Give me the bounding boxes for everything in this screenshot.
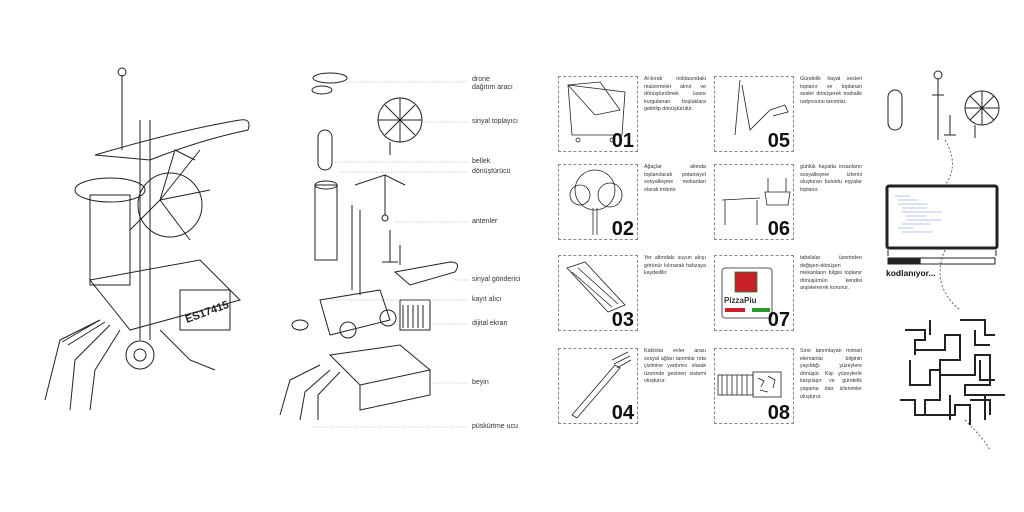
panel-text: Sınır tanımlayan mimari elemanlar bilgin… — [800, 348, 862, 400]
coding-status: kodlanıyor... — [886, 268, 936, 278]
panel-08: 08 — [714, 348, 794, 424]
assembled-robot: ES17415 — [44, 67, 250, 411]
label-kayit-alici: kayıt alıcı — [472, 296, 502, 303]
panel-text: Kablolar evler arası sosyal ağları tanım… — [644, 348, 706, 385]
panel-text: Gündelik hayat sesleri toplanır ve topla… — [800, 76, 862, 105]
panel-text: Ağaçlar altında toplanılacak potansiyel … — [644, 164, 706, 193]
panel-01: 01 — [558, 76, 638, 152]
dashed-path — [939, 139, 991, 451]
panel-07: 07 — [714, 255, 794, 331]
exploded-robot — [279, 72, 459, 421]
panel-number: 07 — [767, 309, 790, 331]
label-antenler: antenler — [472, 218, 498, 225]
label-drone: drone — [472, 76, 490, 83]
panel-text: tabelalar üzerinden değişen-dönüşen meka… — [800, 255, 862, 292]
panel-03: 03 — [558, 255, 638, 331]
label-sinyal-toplayici: sinyal toplayıcı — [472, 118, 518, 125]
panel-05: 05 — [714, 76, 794, 152]
leader-lines — [312, 81, 468, 428]
panel-04: 04 — [558, 348, 638, 424]
panel-text: günlük hayatta insanların sosyalleşme iz… — [800, 164, 862, 193]
label-sinyal-gonderici: sinyal gönderici — [472, 276, 521, 283]
label-donusturucu: dönüştürücü — [472, 168, 511, 175]
label-bellek: bellek — [472, 158, 491, 165]
panel-number: 01 — [611, 130, 634, 152]
pizzapiu-logo: PizzaPiu — [724, 296, 757, 305]
panel-number: 03 — [611, 309, 634, 331]
panel-number: 05 — [767, 130, 790, 152]
panel-icons — [566, 79, 791, 419]
panel-number: 04 — [611, 402, 634, 424]
panel-text: Yer altındaki suyun akışı görünür kılına… — [644, 255, 706, 277]
svg-text:ES17415: ES17415 — [184, 299, 231, 326]
panel-number: 08 — [767, 402, 790, 424]
label-beyin: beyin — [472, 379, 489, 386]
panel-02: 02 — [558, 164, 638, 240]
panel-text: Al-bırak noktasındaki malzemeler alınır … — [644, 76, 706, 113]
progress-bar — [887, 257, 996, 265]
panel-06: 06 — [714, 164, 794, 240]
monitor — [885, 184, 999, 256]
label-puskurtme-ucu: püskürtme ucu — [472, 423, 518, 430]
panel-number: 06 — [767, 218, 790, 240]
sensor-icons — [887, 70, 1000, 140]
label-dagitim-araci: dağıtım aracı — [472, 84, 513, 91]
label-dijital-ekran: dijital ekran — [472, 320, 508, 327]
maze — [900, 319, 1005, 425]
panel-number: 02 — [611, 218, 634, 240]
